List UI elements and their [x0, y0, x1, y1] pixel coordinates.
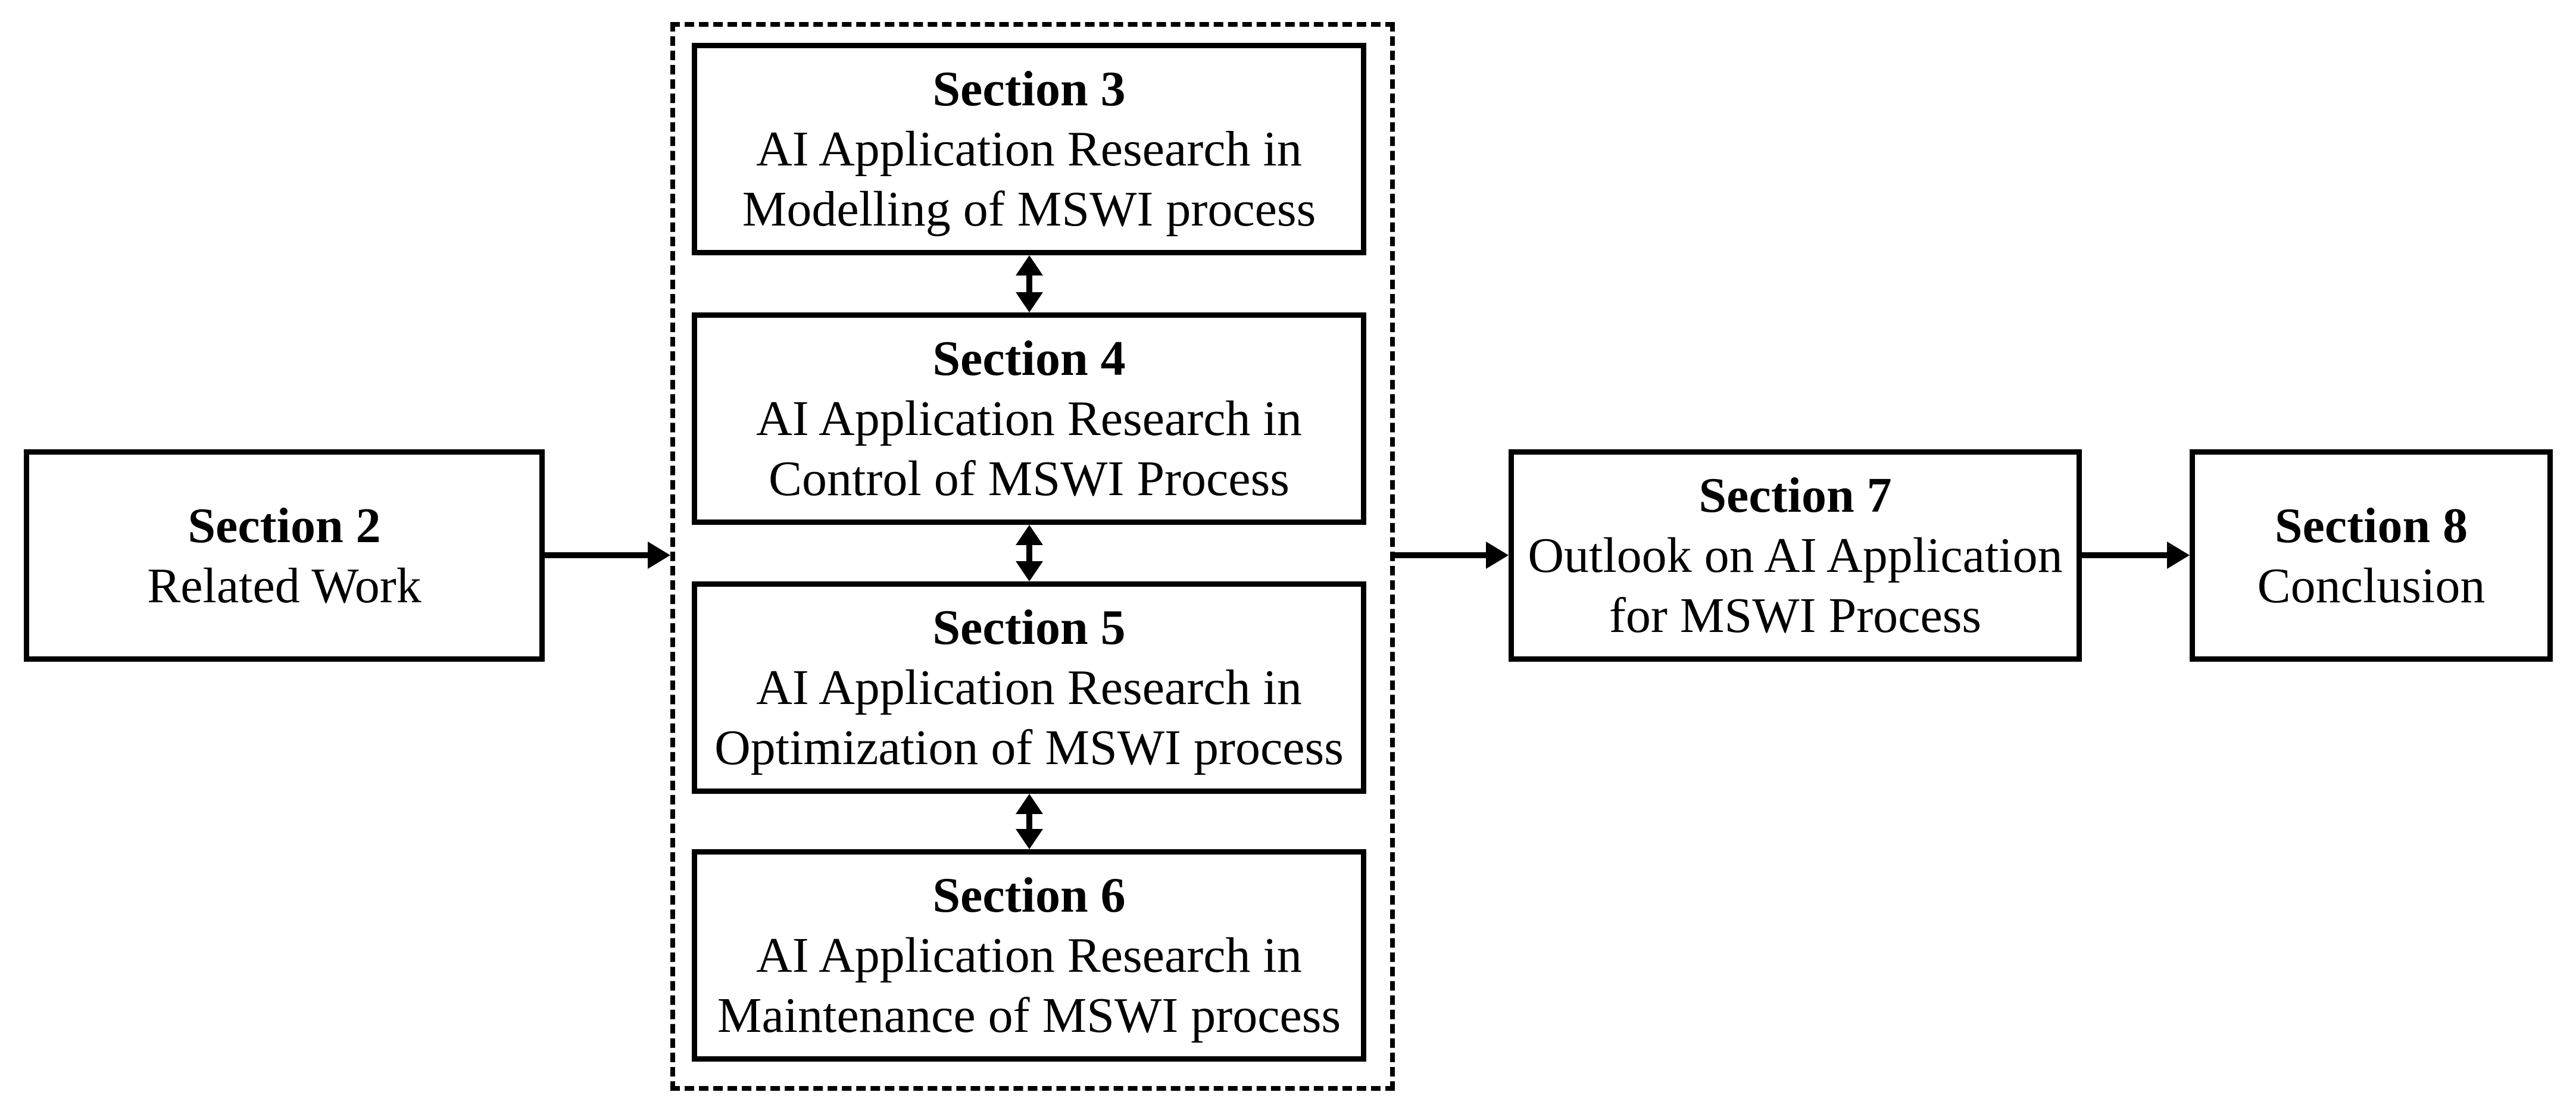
double-arrow-section4-section5-icon: [1016, 525, 1043, 581]
box-section-5: Section 5 AI Application Research in Opt…: [692, 581, 1366, 794]
section-subtitle-line: Maintenance of MSWI process: [717, 988, 1341, 1043]
double-arrow-section3-section4-icon: [1016, 255, 1043, 312]
arrow-shaft: [2082, 552, 2171, 558]
box-section-2: Section 2 Related Work: [24, 449, 545, 662]
arrow-head-down-icon: [1016, 829, 1043, 849]
arrow-head-right-icon: [648, 542, 670, 569]
arrow-shaft: [1026, 543, 1032, 564]
box-section-7: Section 7 Outlook on AI Application for …: [1509, 449, 2082, 662]
arrow-head-right-icon: [1486, 542, 1509, 569]
arrow-head-up-icon: [1016, 794, 1043, 814]
box-section-8: Section 8 Conclusion: [2190, 449, 2553, 662]
section-subtitle-line: AI Application Research in: [756, 391, 1302, 446]
arrow-head-up-icon: [1016, 255, 1043, 276]
section-subtitle-line: Modelling of MSWI process: [742, 182, 1316, 237]
arrow-head-right-icon: [2167, 542, 2190, 569]
arrow-shaft: [1026, 273, 1032, 295]
section-subtitle-line: Conclusion: [2257, 558, 2486, 614]
arrow-head-down-icon: [1016, 561, 1043, 581]
section-title: Section 2: [188, 497, 381, 553]
section-subtitle-line: Control of MSWI Process: [769, 451, 1289, 506]
section-title: Section 8: [2274, 497, 2468, 553]
arrow-shaft: [1395, 552, 1490, 558]
section-subtitle-line: Outlook on AI Application: [1528, 528, 2063, 583]
section-subtitle-line: AI Application Research in: [756, 928, 1302, 983]
double-arrow-section5-section6-icon: [1016, 794, 1043, 849]
arrow-shaft: [1026, 812, 1032, 831]
box-section-4: Section 4 AI Application Research in Con…: [692, 312, 1366, 525]
section-subtitle-line: for MSWI Process: [1609, 588, 1982, 643]
section-subtitle-line: AI Application Research in: [756, 660, 1302, 715]
section-subtitle-line: AI Application Research in: [756, 121, 1302, 177]
section-title: Section 7: [1698, 468, 1892, 523]
box-section-3: Section 3 AI Application Research in Mod…: [692, 43, 1366, 255]
section-subtitle-line: Optimization of MSWI process: [714, 720, 1344, 775]
arrow-head-down-icon: [1016, 292, 1043, 312]
section-title: Section 5: [932, 600, 1126, 655]
arrow-section2-to-group-icon: [545, 542, 670, 569]
sections-3-6-dashed-container: [670, 22, 1395, 1091]
arrow-section7-to-section8-icon: [2082, 542, 2190, 569]
box-section-6: Section 6 AI Application Research in Mai…: [692, 849, 1366, 1062]
arrow-group-to-section7-icon: [1395, 542, 1509, 569]
arrow-shaft: [545, 552, 651, 558]
section-subtitle-line: Related Work: [147, 558, 421, 614]
section-title: Section 4: [932, 331, 1126, 386]
arrow-head-up-icon: [1016, 525, 1043, 545]
section-title: Section 6: [932, 868, 1126, 923]
section-title: Section 3: [932, 61, 1126, 117]
